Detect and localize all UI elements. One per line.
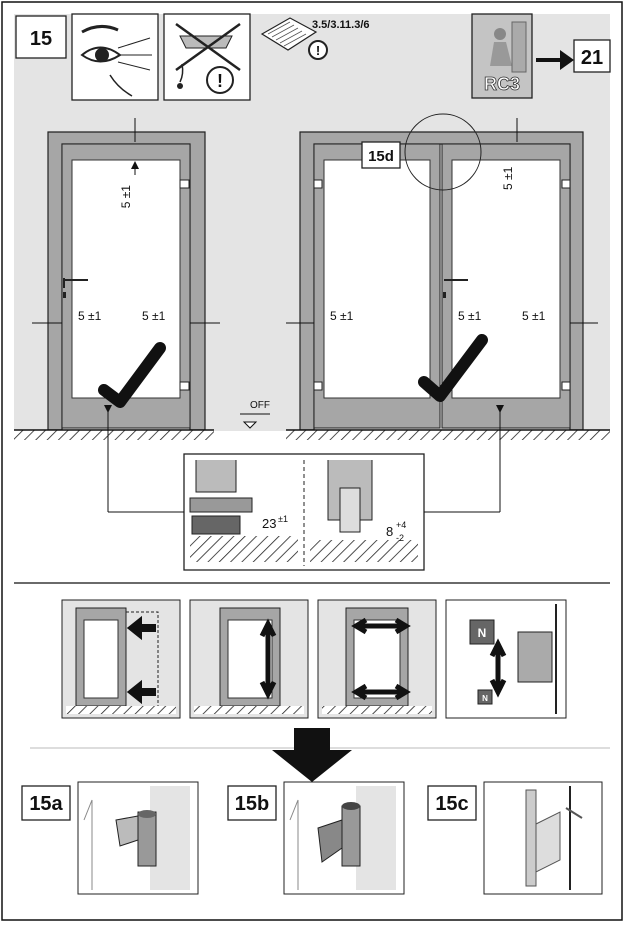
next-step-number: 21 [581,47,603,69]
double-door-diagram [299,113,584,431]
ok-checkmark-icon [418,334,488,402]
threshold-left-value: 23 [262,516,276,531]
go-to-arrow-icon [536,50,574,70]
hinge-b-label: 15b [235,793,269,815]
ok-checkmark-icon [98,342,166,408]
hinge-b-label-box [227,785,277,821]
left-gap-right-label: 5 ±1 [142,309,166,323]
threshold-right-plus: +4 [396,520,406,530]
down-arrow-icon [272,728,352,782]
floor-level-label: OFF [250,400,270,411]
svg-text:!: ! [316,43,320,58]
threshold-left-tolerance: ±1 [278,514,288,524]
threshold-right-minus: -2 [396,533,404,543]
threshold-right-value: 8 [386,524,393,539]
single-door-diagram [47,131,206,431]
detail-label: 15d [368,148,394,165]
hinge-panel-a [77,781,199,895]
right-gap-right-label: 5 ±1 [522,309,546,323]
svg-text:!: ! [217,71,223,91]
weight-label-small: N [482,694,488,703]
detail-circle [404,113,482,191]
hinge-c-label-box [427,785,477,821]
hinge-panel-c [483,781,603,895]
next-step-box [573,39,611,73]
left-gap-left-label: 5 ±1 [78,309,102,323]
no-lubricant-icon: ! [163,13,251,101]
floor-left [14,430,214,440]
manual-reference-icon: ! [260,17,328,60]
adjust-panel-pressure [445,599,567,719]
eye-inspect-icon [71,13,159,101]
weight-label-large: N [478,626,487,640]
rc3-security-icon [471,13,533,99]
manual-reference-text: 3.5/3.11.3/6 [312,19,370,31]
adjust-panel-vertical [189,599,309,719]
right-gap-top-label: 5 ±1 [501,166,515,190]
step-number: 15 [30,28,52,50]
adjust-panel-horizontal [61,599,181,719]
hinge-a-label: 15a [29,793,63,815]
hinge-a-label-box [21,785,71,821]
floor-right [286,430,610,440]
right-gap-middle-label: 5 ±1 [458,309,482,323]
rc3-badge: RC3 [484,74,520,94]
left-gap-top-label: 5 ±1 [119,185,133,209]
detail-label-box [361,141,401,169]
threshold-detail [183,453,425,571]
hinge-panel-b [283,781,405,895]
hinge-c-label: 15c [435,793,468,815]
adjust-panel-width [317,599,437,719]
right-gap-left-label: 5 ±1 [330,309,354,323]
step-number-box [15,15,67,59]
